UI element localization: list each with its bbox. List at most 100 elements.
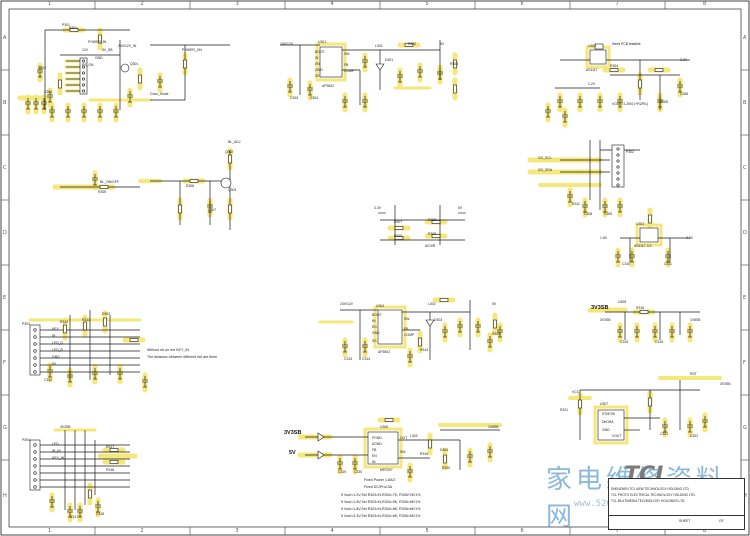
component-label: C312 bbox=[44, 378, 53, 382]
schematic-components bbox=[25, 28, 708, 518]
connector-pin bbox=[33, 363, 37, 367]
net-label-3v3sb: 3V3SB bbox=[284, 430, 302, 436]
component-label: C315 bbox=[620, 340, 629, 344]
component-label: FB bbox=[404, 327, 409, 331]
resistor-symbol bbox=[394, 236, 404, 240]
connector-pin bbox=[33, 478, 37, 482]
component-label: IR bbox=[52, 334, 56, 338]
component-label: R301 bbox=[69, 26, 78, 30]
component-label: R317 bbox=[106, 445, 115, 449]
resistor-symbol bbox=[639, 310, 649, 314]
title-sheet-label: SHEET bbox=[679, 519, 691, 523]
connector-pin bbox=[33, 356, 37, 360]
component-label: C308 bbox=[584, 212, 593, 216]
ruler-column-label: 8 bbox=[703, 1, 707, 7]
resistor-symbol bbox=[384, 418, 394, 422]
resistor-symbol bbox=[99, 185, 109, 189]
component-label: I2C_SCL bbox=[538, 156, 552, 160]
component-label: C311 bbox=[664, 262, 672, 266]
component-label: 24V/12V_IN bbox=[118, 44, 137, 48]
component-label: L303 bbox=[410, 434, 418, 438]
component-label: Q303 bbox=[228, 188, 237, 192]
component-label: SS bbox=[372, 339, 377, 343]
ic-body bbox=[377, 309, 403, 345]
component-label: C305 bbox=[660, 100, 669, 104]
resistor-symbol bbox=[394, 226, 404, 230]
ic-body bbox=[597, 409, 625, 441]
component-label: FB bbox=[372, 448, 377, 452]
net-label-5v: 5V bbox=[289, 450, 296, 456]
resistor-symbol bbox=[98, 34, 102, 44]
component-label: R321 bbox=[560, 408, 569, 412]
component-label: R306 bbox=[186, 184, 195, 188]
component-label: R305 bbox=[98, 190, 107, 194]
ruler-row-label: G bbox=[743, 424, 747, 431]
ruler-row-label: E bbox=[743, 294, 747, 301]
connector-pin bbox=[82, 65, 86, 69]
component-label: U301 bbox=[318, 40, 327, 44]
component-label: AS1117 bbox=[586, 68, 598, 72]
connector-pin bbox=[82, 71, 86, 75]
resistor-symbol bbox=[609, 68, 619, 72]
component-label: GND bbox=[315, 68, 323, 72]
connector-pin bbox=[616, 165, 620, 169]
component-label: 5V bbox=[492, 302, 497, 306]
component-label: D301 bbox=[385, 58, 394, 62]
component-label: R318 bbox=[106, 468, 115, 472]
component-label: DirDRA bbox=[602, 420, 614, 424]
component-label: VOUT bbox=[612, 434, 622, 438]
component-label: 24V/12V bbox=[340, 302, 354, 306]
dcdc-note-5: If Vout=3.3V,Set R303=N,R304=6K, R306=6K… bbox=[341, 514, 421, 518]
ruler-row-label: F bbox=[743, 359, 746, 366]
component-label: P303 bbox=[22, 322, 30, 326]
ruler-column-label: 8 bbox=[703, 528, 707, 534]
component-label: U307 bbox=[600, 402, 609, 406]
connector-pin bbox=[82, 59, 86, 63]
component-label: P301 bbox=[62, 23, 70, 27]
component-label: 12V bbox=[82, 48, 89, 52]
resistor-symbol bbox=[189, 179, 199, 183]
component-label: C321 bbox=[660, 432, 669, 436]
component-label: SS bbox=[315, 74, 320, 78]
net-highlight bbox=[373, 305, 407, 349]
net-label-3v3sb-right: 3V3SB bbox=[591, 305, 609, 311]
connector-pin bbox=[616, 147, 620, 151]
title-block: SHENZHEN TCL NEW TECHNOLOGY HOLDING LTD.… bbox=[608, 478, 745, 530]
component-label: 24V/12V bbox=[280, 42, 294, 46]
connector-pin bbox=[616, 153, 620, 157]
ruler-row-label: D bbox=[3, 229, 7, 236]
component-label: Color_Mode bbox=[150, 92, 169, 96]
component-label: U306 bbox=[380, 425, 389, 429]
component-label: R316 bbox=[636, 306, 645, 310]
ruler-row-label: E bbox=[3, 294, 7, 301]
component-label: IN bbox=[315, 56, 319, 60]
component-label: VCC bbox=[572, 390, 580, 394]
component-label: R309 bbox=[428, 232, 437, 236]
component-label: C314 bbox=[362, 357, 371, 361]
component-label: IN bbox=[372, 460, 376, 464]
ruler-column-label: 4 bbox=[330, 1, 334, 7]
resistor-symbol bbox=[578, 399, 582, 409]
net-highlight bbox=[593, 405, 629, 445]
connector-pin bbox=[616, 183, 620, 187]
component-label: KEY_IN bbox=[52, 456, 65, 460]
ruler-column-label: 6 bbox=[520, 1, 524, 7]
connector-pin bbox=[33, 485, 37, 489]
component-label: R303 bbox=[450, 62, 459, 66]
resistor-symbol bbox=[418, 337, 422, 347]
component-label: FB bbox=[344, 63, 349, 67]
resistor-symbol bbox=[103, 317, 107, 327]
diode-symbol bbox=[317, 432, 325, 442]
component-label: POWER_IN bbox=[88, 40, 107, 44]
component-label: R320 bbox=[442, 466, 451, 470]
component-label: Q302 bbox=[225, 150, 234, 154]
component-label: AP3502 bbox=[322, 84, 335, 88]
component-label: R307 bbox=[394, 220, 403, 224]
component-label: 3V3SB bbox=[600, 318, 611, 322]
component-label: AS1117-3.3 bbox=[634, 244, 652, 248]
ruler-column-label: 3 bbox=[235, 1, 239, 7]
component-label: 1V8SB bbox=[690, 318, 701, 322]
component-label: C319 bbox=[338, 470, 347, 474]
component-label: C304 bbox=[310, 96, 319, 100]
